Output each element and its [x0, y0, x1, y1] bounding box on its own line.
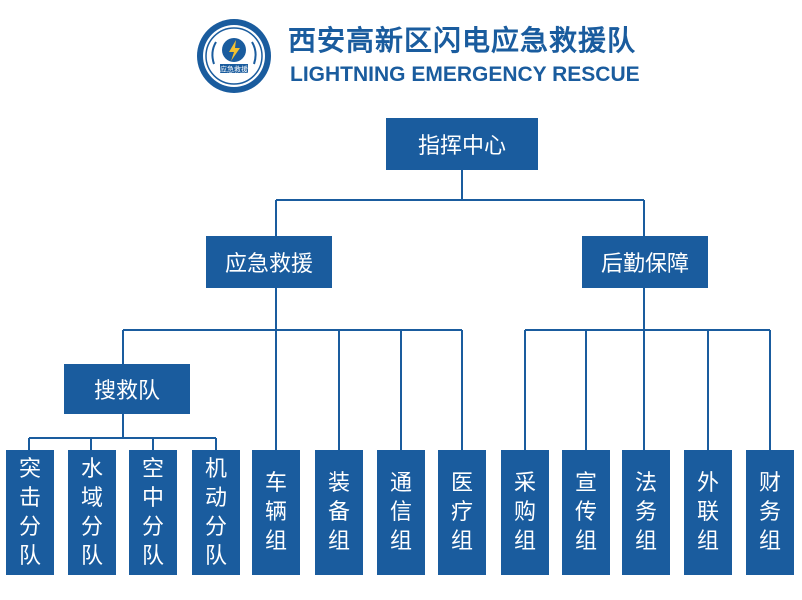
search-rescue-team-node: 搜救队 — [64, 364, 190, 414]
water-unit-node: 水 域 分 队 — [68, 450, 116, 575]
publicity-group-node: 宣 传 组 — [562, 450, 610, 575]
org-title-english: LIGHTNING EMERGENCY RESCUE — [290, 63, 640, 86]
medical-group-node: 医 疗 组 — [438, 450, 486, 575]
finance-group-node: 财 务 组 — [746, 450, 794, 575]
external-relations-group-node: 外 联 组 — [684, 450, 732, 575]
vehicle-group-node: 车 辆 组 — [252, 450, 300, 575]
legal-group-node: 法 务 组 — [622, 450, 670, 575]
svg-text:应急救援: 应急救援 — [220, 65, 248, 74]
equipment-group-node: 装 备 组 — [315, 450, 363, 575]
mobile-unit-node: 机 动 分 队 — [192, 450, 240, 575]
emergency-rescue-node: 应急救援 — [206, 236, 332, 288]
air-unit-node: 空 中 分 队 — [129, 450, 177, 575]
procurement-group-node: 采 购 组 — [501, 450, 549, 575]
rescue-emblem-icon: 应急救援 — [197, 19, 271, 93]
logistics-support-node: 后勤保障 — [582, 236, 708, 288]
header: 应急救援 西安高新区闪电应急救援队 LIGHTNING EMERGENCY RE… — [0, 0, 802, 100]
org-title-chinese: 西安高新区闪电应急救援队 — [288, 24, 637, 57]
communication-group-node: 通 信 组 — [377, 450, 425, 575]
assault-unit-node: 突 击 分 队 — [6, 450, 54, 575]
command-center-node: 指挥中心 — [386, 118, 538, 170]
